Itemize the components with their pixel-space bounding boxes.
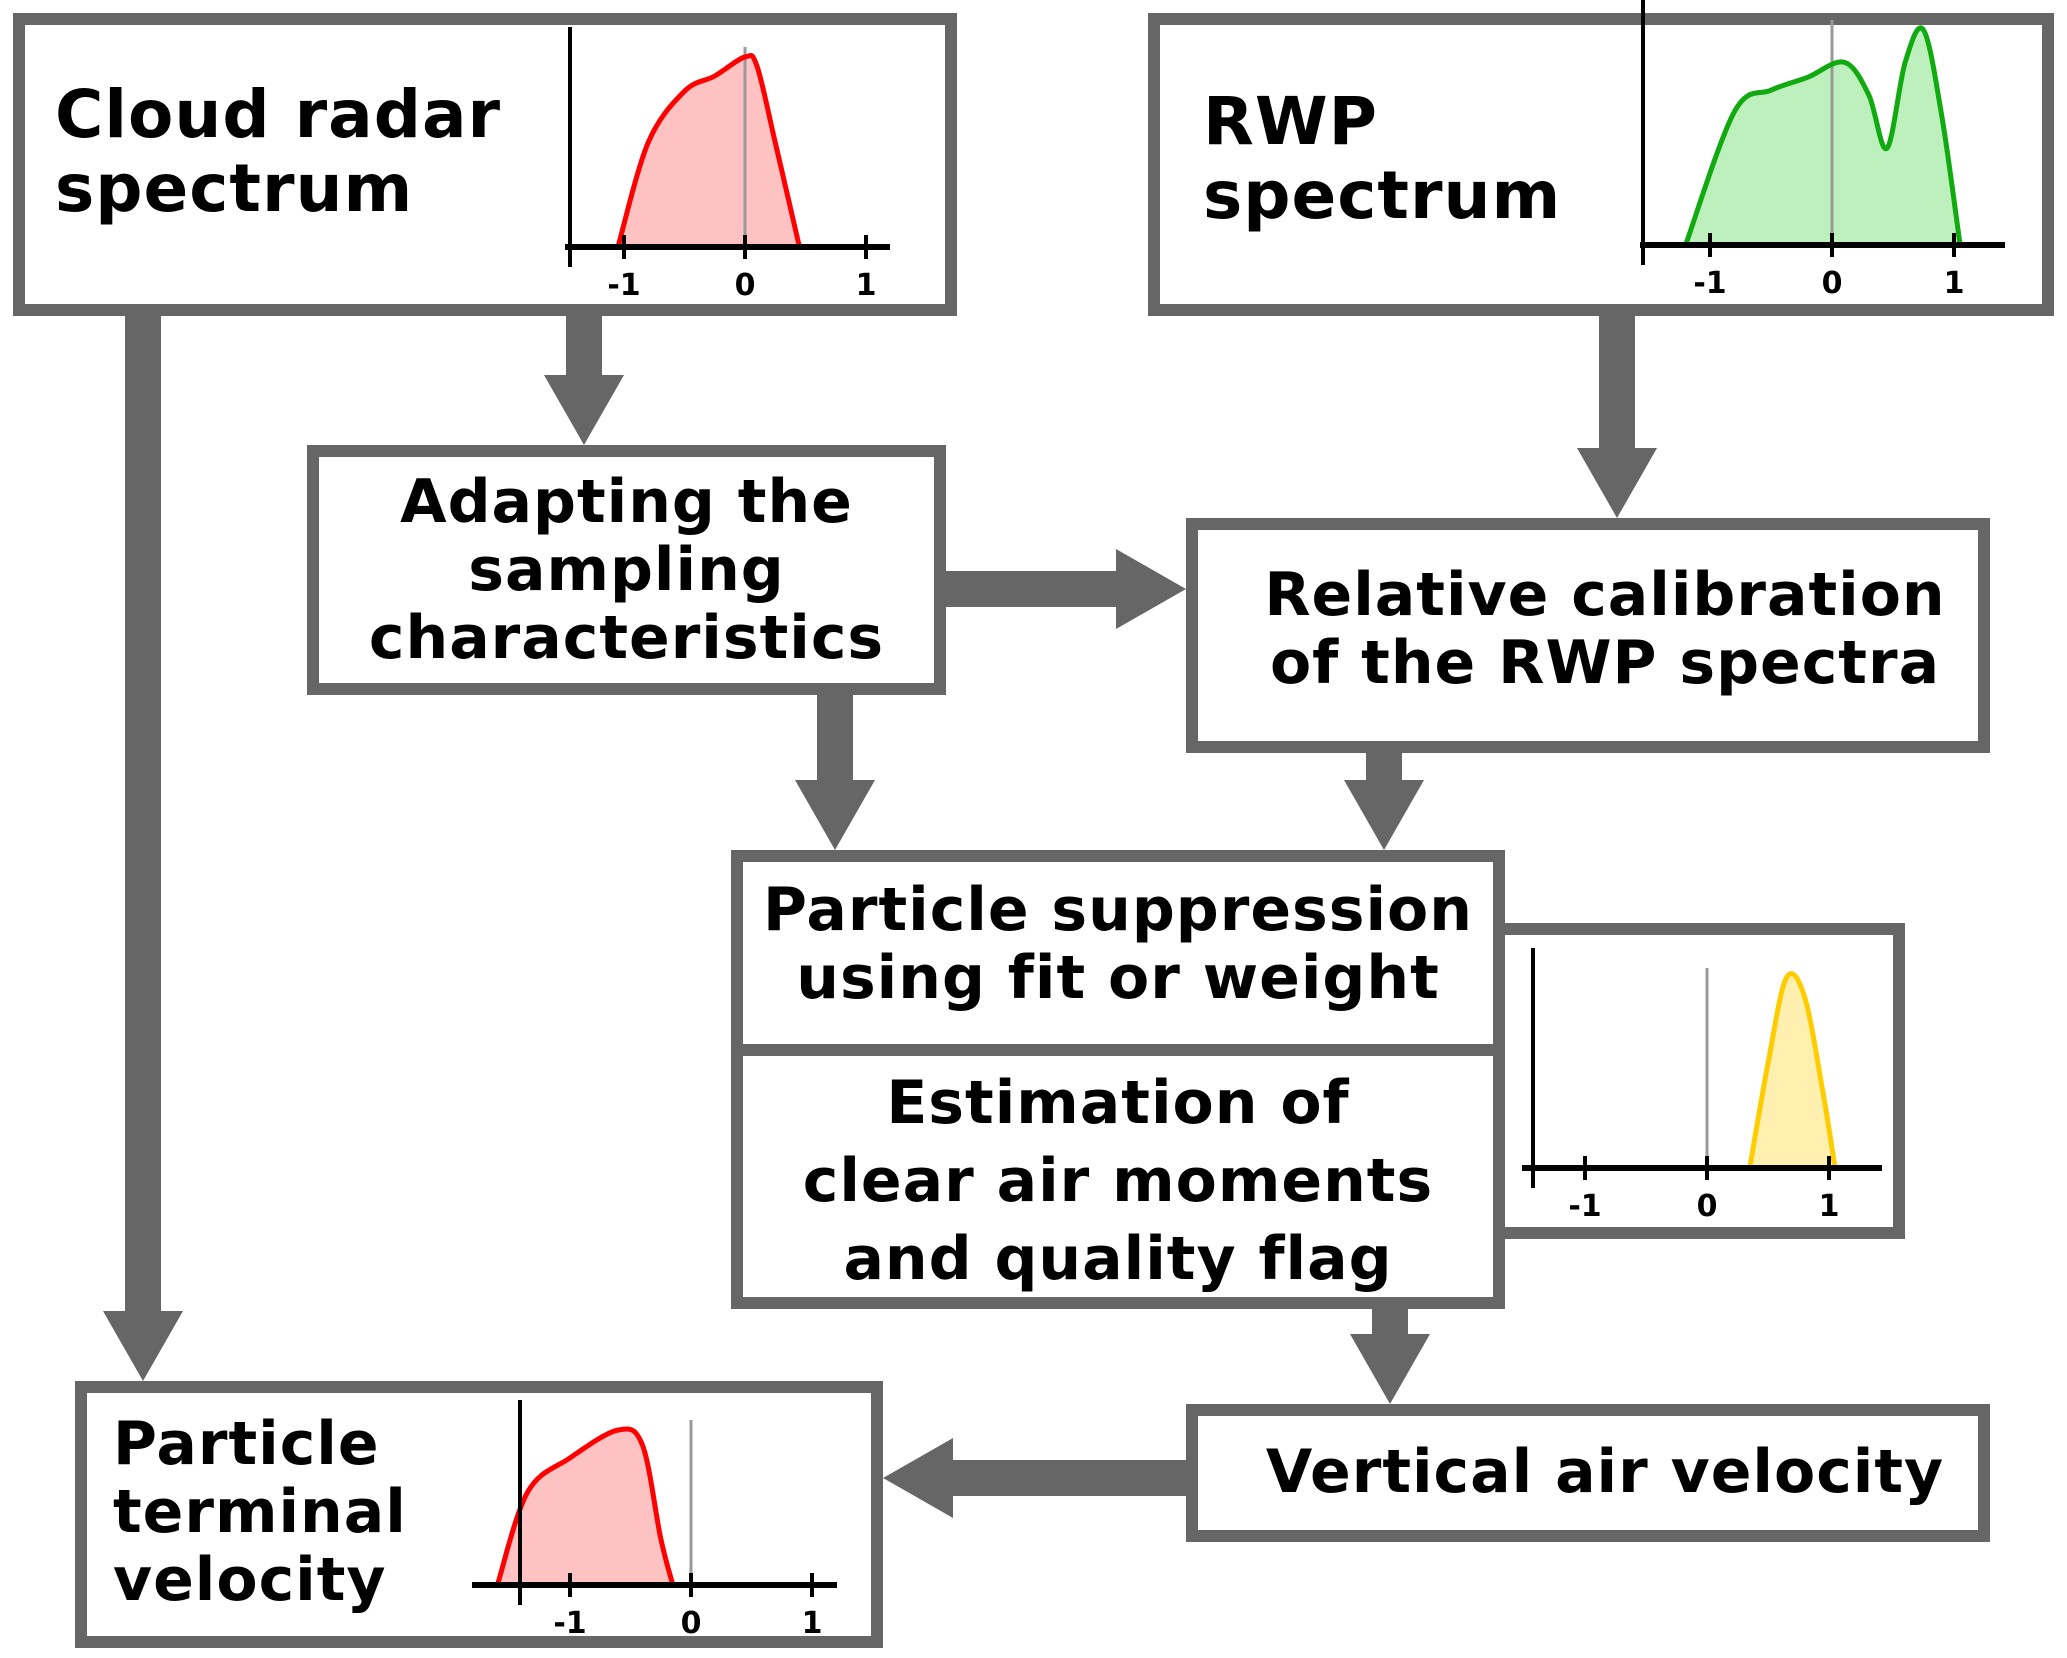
arrow-adapting-to-suppression — [795, 695, 875, 850]
rwp-spectrum-chart: -1 0 1 — [1640, 0, 2005, 301]
x-tick-label: 1 — [1944, 266, 1965, 301]
label-line: Particle — [113, 1409, 380, 1479]
spectrum-fill — [617, 55, 800, 247]
estimation-box — [731, 1044, 1505, 1309]
adapting-box — [307, 445, 946, 695]
label-line: Adapting the — [400, 467, 853, 537]
label-line: Cloud radar — [55, 76, 502, 153]
cloud-radar-box — [13, 13, 957, 316]
label-line: using fit or weight — [796, 943, 1440, 1013]
x-tick-label: 0 — [1697, 1189, 1718, 1224]
label-line: clear air moments — [802, 1146, 1434, 1216]
spectrum-fill — [1749, 973, 1836, 1168]
label-line: terminal — [113, 1477, 407, 1547]
spectrum-fill — [1685, 27, 1961, 246]
label-line: Estimation of — [886, 1068, 1350, 1138]
label-line: velocity — [113, 1545, 387, 1615]
terminal-velocity-spectrum-chart: -1 0 1 — [472, 1400, 837, 1641]
x-tick-label: -1 — [553, 1606, 586, 1641]
label-line: and quality flag — [843, 1224, 1393, 1294]
label-line: of the RWP spectra — [1269, 628, 1941, 698]
label-line: Relative calibration — [1264, 560, 1946, 630]
terminal-velocity-box — [75, 1381, 883, 1648]
label-line: Vertical air velocity — [1265, 1437, 1945, 1507]
spectrum-line — [495, 1426, 676, 1586]
label-line: Particle suppression — [763, 875, 1473, 945]
label-line: spectrum — [55, 150, 414, 227]
x-tick-label: 0 — [735, 268, 756, 303]
x-tick-label: -1 — [1568, 1189, 1601, 1224]
x-tick-label: 0 — [1822, 266, 1843, 301]
cloud-radar-spectrum-chart: -1 0 1 — [565, 27, 890, 303]
estimation-label: Estimation of clear air moments and qual… — [743, 1064, 1493, 1298]
suppression-label: Particle suppression using fit or weight — [743, 876, 1493, 1012]
adapting-label: Adapting the sampling characteristics — [319, 468, 934, 672]
arrow-estimation-to-vertical — [1350, 1309, 1430, 1404]
spectrum-line — [615, 53, 802, 248]
cloud-radar-label: Cloud radar spectrum — [55, 78, 501, 226]
arrow-relative-to-suppression — [1344, 753, 1424, 850]
relative-calibration-label: Relative calibration of the RWP spectra — [1210, 561, 2000, 697]
arrow-radar-to-adapting — [544, 316, 624, 445]
x-tick-label: 1 — [856, 268, 877, 303]
vertical-air-label: Vertical air velocity — [1210, 1438, 2000, 1506]
x-tick-label: 1 — [1819, 1189, 1840, 1224]
x-tick-label: -1 — [1693, 266, 1726, 301]
clear-air-spectrum-chart: -1 0 1 — [1522, 948, 1882, 1224]
spectrum-line — [1683, 25, 1963, 246]
x-tick-label: 1 — [802, 1606, 823, 1641]
arrow-radar-to-terminal — [103, 316, 183, 1381]
relative-calibration-box — [1186, 518, 1990, 753]
rwp-label: RWP spectrum — [1203, 85, 1561, 233]
terminal-velocity-label: Particle terminal velocity — [113, 1410, 407, 1614]
spectrum-line — [1747, 971, 1838, 1169]
vertical-air-box — [1186, 1404, 1990, 1542]
x-tick-label: -1 — [607, 268, 640, 303]
arrow-adapting-to-relative — [946, 549, 1186, 629]
arrow-rwp-to-relative — [1577, 316, 1657, 518]
x-tick-label: 0 — [681, 1606, 702, 1641]
spectrum-fill — [497, 1429, 673, 1585]
label-line: characteristics — [368, 603, 885, 673]
label-line: sampling — [468, 535, 785, 605]
label-line: RWP — [1203, 83, 1378, 160]
label-line: spectrum — [1203, 157, 1562, 234]
arrow-vertical-to-terminal — [883, 1438, 1186, 1518]
